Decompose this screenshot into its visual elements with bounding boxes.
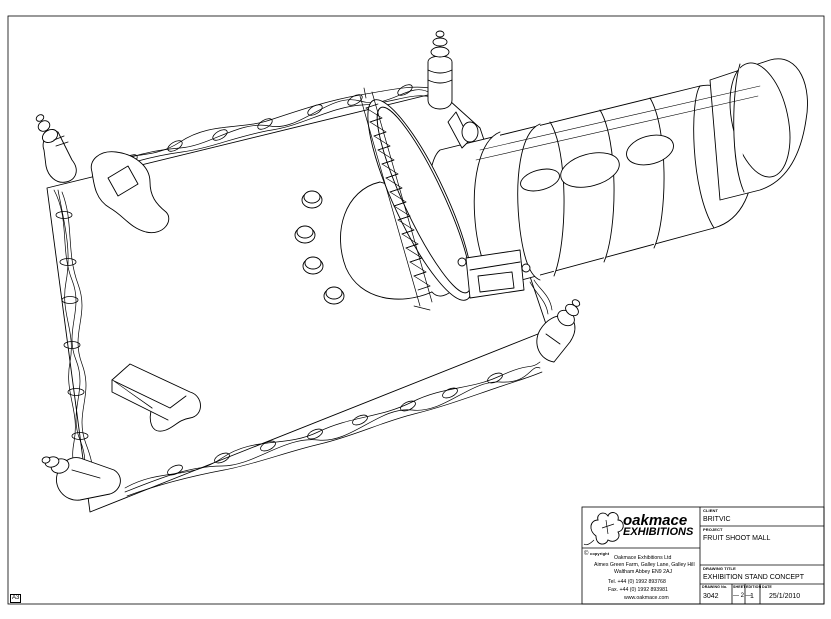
title-block (581, 506, 825, 605)
oak-leaf-logo (583, 512, 624, 546)
bottle-tower-bottom-left (41, 456, 121, 501)
website: www.oakmace.com (624, 595, 669, 601)
sheet-border (7, 15, 825, 605)
display-box (457, 249, 531, 299)
fax-number: Fax. +44 (0) 1992 893981 (608, 587, 668, 593)
date-label: DATE (762, 585, 772, 589)
copyright-symbol: © (584, 551, 589, 557)
garland-clamps (55, 84, 503, 476)
phone-number: Tel. +44 (0) 1992 893768 (608, 579, 666, 585)
drawing-title-value: EXHIBITION STAND CONCEPT (703, 574, 804, 581)
project-value: FRUIT SHOOT MALL (703, 535, 771, 542)
bottle-tower-top (427, 30, 453, 110)
company-division: EXHIBITIONS (623, 526, 694, 538)
address-line-2: Aimes Green Farm, Galley Lane, Galley Hi… (594, 562, 695, 568)
rear-connector (447, 111, 479, 149)
stools (294, 190, 345, 305)
sheet-value: — 2 — (733, 593, 752, 599)
copyright-label: copyright (590, 551, 610, 556)
drawing-title-label: DRAWING TITLE (703, 566, 736, 571)
client-value: BRITVIC (703, 516, 731, 523)
sheet-label: SHEET (733, 585, 746, 589)
date-value: 25/1/2010 (769, 593, 801, 600)
address-line-1: Oakmace Exhibitions Ltd (614, 555, 672, 561)
company-name: oakmace (623, 512, 688, 529)
stand-drawing (35, 30, 808, 513)
edition-label: EDITION (746, 585, 762, 589)
drawing-no-label: DRAWING No. (702, 585, 728, 589)
client-label: CLIENT (703, 508, 719, 513)
bottle-tower-top-left (35, 114, 77, 183)
lattice-truss (359, 87, 433, 311)
drawing-no-value: 3042 (703, 593, 719, 600)
edition-value: 1 (750, 593, 754, 600)
screen-disc (367, 99, 473, 301)
desk-bottom-left (111, 363, 201, 432)
project-label: PROJECT (703, 527, 723, 532)
desk-top-left (90, 151, 170, 234)
giant-bottle (427, 58, 808, 296)
bottle-tower-right (536, 299, 581, 363)
sheet-size-marker: A3 (10, 594, 22, 603)
address-line-3: Waltham Abbey EN9 2AJ (614, 569, 673, 575)
